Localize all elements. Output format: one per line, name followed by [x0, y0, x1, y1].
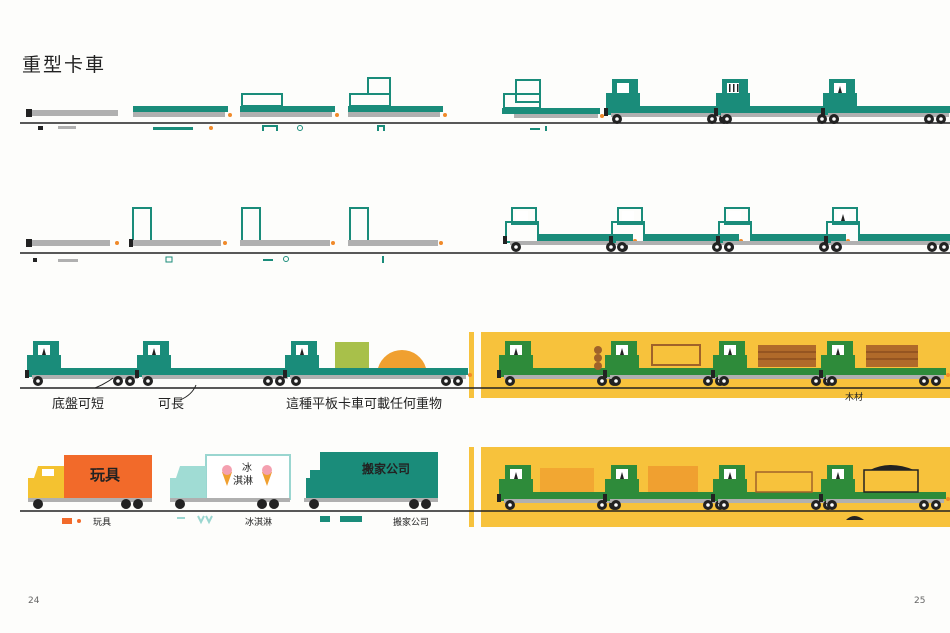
timber-truck-2: [603, 341, 734, 386]
cargo-truck-4: [819, 465, 950, 510]
row2-step6: [609, 207, 743, 252]
cargo-text-icecream-1: 冰: [242, 463, 252, 474]
label-toys: 玩具: [93, 518, 112, 528]
row1-step1: [26, 109, 118, 130]
heavy-load-flatbed-truck: [283, 341, 472, 386]
cargo-orange-dome: [378, 350, 426, 368]
timber-truck-3: [711, 341, 842, 386]
row2-step5: [503, 207, 637, 252]
moving-truck: [304, 452, 438, 522]
arrow-short: [94, 377, 114, 389]
row1-step3: [240, 93, 339, 131]
cargo-text-moving: 搬家公司: [362, 462, 411, 476]
cargo-truck-3: [711, 465, 842, 510]
label-timber: 木材: [845, 393, 864, 403]
row2-step3: [240, 207, 335, 262]
yellow-stripe-bottom: [469, 447, 474, 527]
cargo-truck-2: [603, 465, 734, 510]
row2-step8: [824, 207, 950, 252]
row1-step4: [348, 77, 447, 131]
short-flatbed-truck: [25, 341, 144, 386]
timber-truck-4: [819, 341, 950, 386]
arrow-long: [179, 384, 197, 401]
row2-step7: [716, 207, 850, 252]
row2-step4: [348, 207, 443, 263]
yellow-stripe-top: [469, 332, 474, 398]
page-number-right: 25: [914, 596, 926, 606]
label-moving: 搬家公司: [393, 518, 430, 528]
cargo-green-block: [335, 342, 369, 368]
icecream-truck: [170, 454, 291, 525]
toy-truck: [28, 455, 152, 524]
caption-chassis: 底盤可短: [52, 397, 105, 412]
row1-step8: [821, 79, 950, 124]
row1-step2: [133, 106, 232, 130]
cargo-boxes: [540, 465, 919, 520]
caption-long: 可長: [158, 397, 185, 412]
row1-step5: [502, 79, 604, 131]
page-number-left: 24: [28, 596, 40, 606]
label-icecream: 冰淇淋: [245, 518, 273, 528]
timber-truck-1: [497, 341, 628, 386]
long-flatbed-truck: [135, 341, 294, 386]
caption-flatbed: 這種平板卡車可載任何重物: [286, 397, 443, 412]
row2-step2: [129, 207, 227, 263]
timber-logs: [594, 344, 918, 370]
row2-step1: [26, 239, 119, 262]
page-title: 重型卡車: [22, 54, 107, 76]
cargo-text-toys: 玩具: [90, 466, 121, 484]
cargo-text-icecream-2: 淇淋: [233, 476, 253, 487]
